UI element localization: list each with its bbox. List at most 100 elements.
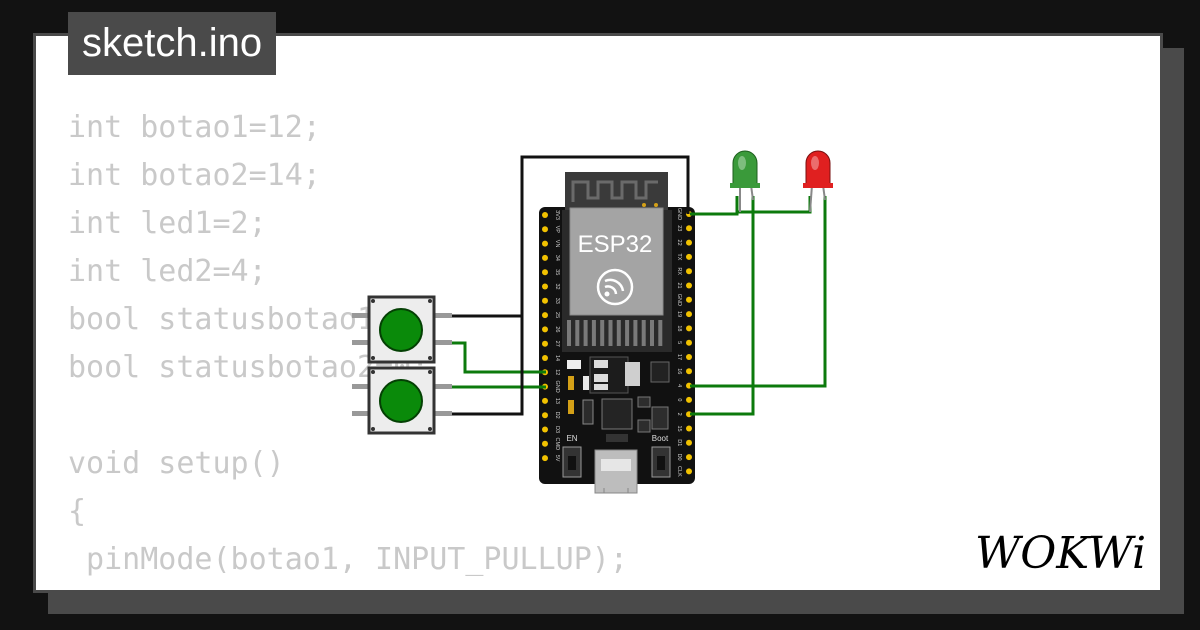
pin-label: GND: [676, 208, 682, 220]
en-button[interactable]: [562, 446, 582, 478]
header-pin[interactable]: [686, 268, 692, 275]
logo-text: WOKWi: [975, 528, 1146, 578]
header-pin[interactable]: [686, 425, 692, 432]
en-label: EN: [566, 434, 577, 443]
pin-label: 12: [554, 369, 560, 375]
header-pin[interactable]: [542, 212, 548, 218]
module-pad: [600, 320, 605, 346]
pin-label: GND: [676, 294, 682, 306]
wire-led2-pin4[interactable]: [690, 196, 827, 388]
header-pin[interactable]: [542, 240, 548, 247]
header-pin[interactable]: [542, 254, 548, 261]
header-pin[interactable]: [542, 455, 548, 462]
code-editor: int botao1=12; int botao2=14; int led1=2; i…: [68, 104, 628, 590]
pin-label: 14: [554, 355, 560, 361]
header-pin[interactable]: [686, 239, 692, 246]
header-pin[interactable]: [686, 439, 692, 446]
led-red[interactable]: [803, 150, 833, 213]
right-pin-header: [686, 211, 692, 475]
code-line: int led1=2;: [68, 206, 267, 241]
module-pad: [591, 320, 596, 346]
header-pin[interactable]: [686, 225, 692, 232]
pin-label: 4: [676, 384, 682, 387]
pin-label: VP: [554, 226, 560, 234]
pin-label: 33: [554, 298, 560, 304]
header-pin[interactable]: [542, 412, 548, 419]
header-pin[interactable]: [542, 312, 548, 319]
esp32-board[interactable]: 3V3VPVN343532332526271412GND13D2D3CMD5V …: [539, 172, 695, 494]
pin-label: GND: [554, 380, 560, 392]
boot-label: Boot: [652, 434, 669, 443]
module-pad: [650, 320, 654, 346]
header-pin[interactable]: [542, 440, 548, 447]
wokwi-logo: WOKWi: [975, 528, 1146, 578]
espressif-logo-icon: [596, 268, 634, 306]
usb-bridge-chip: [601, 398, 633, 430]
header-pin[interactable]: [542, 226, 548, 233]
wire-led1-pin2[interactable]: [690, 196, 755, 416]
pin-label: CLK: [676, 466, 682, 477]
module-pad: [583, 320, 588, 346]
file-tab[interactable]: sketch.ino: [68, 12, 277, 75]
pushbutton-1[interactable]: [352, 295, 452, 364]
wire-leds-gnd[interactable]: [690, 196, 812, 216]
module-pads: [567, 320, 663, 346]
header-pin[interactable]: [542, 340, 548, 347]
pin-label: 17: [676, 354, 682, 360]
pin-label: 32: [554, 283, 560, 289]
antenna-trace: [571, 180, 658, 202]
module-pad: [567, 320, 571, 346]
header-pin[interactable]: [686, 253, 692, 260]
header-pin[interactable]: [686, 368, 692, 375]
pushbutton-2[interactable]: [352, 366, 452, 435]
header-pin[interactable]: [686, 282, 692, 289]
header-pin[interactable]: [686, 339, 692, 346]
module-pad: [658, 320, 663, 346]
header-pin[interactable]: [542, 326, 548, 333]
wire-button2-gnd[interactable]: [441, 316, 524, 416]
header-pin[interactable]: [542, 426, 548, 433]
header-pin[interactable]: [686, 311, 692, 318]
code-line: int botao2=14;: [68, 158, 321, 193]
code-line: void setup(): [68, 446, 285, 481]
module-pad: [608, 320, 613, 346]
pin-label: 15: [676, 425, 682, 431]
boot-button[interactable]: [651, 446, 671, 478]
header-pin[interactable]: [542, 283, 548, 290]
pin-label: 0: [676, 398, 682, 401]
chip-label: ESP32: [578, 231, 653, 258]
pin-label: D2: [554, 412, 560, 419]
header-pin[interactable]: [686, 454, 692, 461]
pin-label: RX: [676, 267, 682, 275]
wire-button1-pin12[interactable]: [441, 341, 546, 374]
pin-label: 18: [676, 325, 682, 331]
wire-button1-gnd[interactable]: [441, 155, 690, 318]
pin-label: CMD: [554, 438, 560, 451]
module-pad: [641, 320, 646, 346]
header-pin[interactable]: [686, 354, 692, 360]
header-pin[interactable]: [686, 396, 692, 403]
header-pin[interactable]: [686, 468, 692, 475]
pin-label: 2: [676, 413, 682, 416]
header-pin[interactable]: [542, 355, 548, 361]
header-pin[interactable]: [542, 297, 548, 304]
header-pin[interactable]: [686, 325, 692, 332]
pin-label: 19: [676, 311, 682, 317]
pin-label: 16: [676, 368, 682, 374]
pin-label: 3V3: [554, 210, 560, 220]
led-green[interactable]: [730, 150, 760, 212]
code-line: {: [68, 494, 87, 529]
pin-label: 13: [554, 398, 560, 404]
pin-label: 27: [554, 341, 560, 347]
code-line: int botao1=12;: [68, 110, 321, 145]
pin-label: VN: [554, 240, 560, 248]
module-pad: [575, 320, 580, 346]
header-pin[interactable]: [542, 269, 548, 276]
header-pin[interactable]: [542, 397, 548, 404]
code-line: int led2=4;: [68, 254, 267, 289]
module-pad: [625, 320, 630, 346]
header-pin[interactable]: [686, 296, 692, 303]
